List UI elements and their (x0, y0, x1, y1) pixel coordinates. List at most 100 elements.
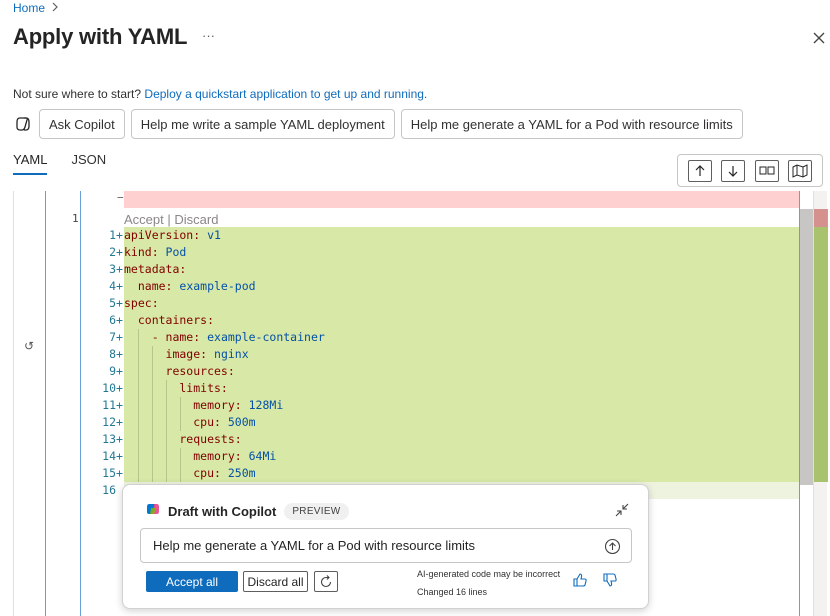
code-line[interactable]: 1+apiVersion: v1 (84, 227, 221, 244)
ruler-removed-marker (814, 209, 828, 227)
yaml-key: memory: (124, 398, 242, 412)
added-lines-highlight (124, 227, 800, 482)
code-line[interactable]: 2+kind: Pod (84, 244, 186, 261)
code-line[interactable]: 10+ limits: (84, 380, 228, 397)
code-text: metadata: (124, 261, 186, 278)
added-line-marker: + (116, 364, 123, 378)
inline-accept-link[interactable]: Accept (124, 212, 164, 227)
prompt-sample-deployment-button[interactable]: Help me write a sample YAML deployment (130, 109, 395, 139)
added-line-marker: + (116, 415, 123, 429)
yaml-value: example-container (200, 330, 325, 344)
yaml-key: apiVersion: (124, 228, 201, 242)
indent-guide (180, 397, 181, 431)
code-line[interactable]: 16 (84, 482, 124, 499)
copilot-logo-icon (146, 502, 160, 521)
copilot-prompt-value: Help me generate a YAML for a Pod with r… (153, 538, 476, 553)
line-number: 10 (102, 381, 116, 395)
thumbs-down-icon[interactable] (602, 572, 618, 588)
added-line-marker: + (116, 347, 123, 361)
yaml-value: Pod (158, 245, 187, 259)
map-icon[interactable] (788, 159, 813, 182)
code-line[interactable]: 4+ name: example-pod (84, 278, 256, 295)
indent-guide (138, 329, 139, 482)
code-text: cpu: 500m (124, 414, 255, 431)
copilot-prompt-input[interactable]: Help me generate a YAML for a Pod with r… (140, 528, 632, 563)
yaml-key: requests: (124, 432, 242, 446)
format-tabs: YAML JSON (13, 152, 106, 175)
split-view-icon[interactable] (754, 159, 779, 182)
yaml-key: name: (124, 279, 173, 293)
inline-discard-link[interactable]: Discard (174, 212, 219, 227)
send-icon[interactable] (604, 538, 621, 555)
breadcrumb-home-link[interactable]: Home (13, 1, 46, 15)
tab-yaml[interactable]: YAML (13, 152, 48, 175)
ruler-added-marker (814, 227, 828, 482)
yaml-key: image: (124, 347, 208, 361)
ai-disclaimer: AI-generated code may be incorrect (417, 569, 561, 579)
original-line-number: 1 (72, 212, 79, 225)
code-line[interactable]: 13+ requests: (84, 431, 242, 448)
line-number: 2 (109, 245, 116, 259)
code-line[interactable]: 12+ cpu: 500m (84, 414, 255, 431)
line-number: 5 (109, 296, 116, 310)
code-line[interactable]: 11+ memory: 128Mi (84, 397, 283, 414)
inline-divider: | (163, 212, 175, 227)
code-line[interactable]: 15+ cpu: 250m (84, 465, 255, 482)
added-line-marker: + (116, 262, 123, 276)
editor-line-number-divider (80, 191, 81, 616)
yaml-key: cpu: (124, 466, 221, 480)
thumbs-up-icon[interactable] (572, 572, 588, 588)
editor-scrollbar[interactable] (800, 209, 813, 485)
code-text: containers: (124, 312, 214, 329)
line-number: 9 (109, 364, 116, 378)
preview-badge: PREVIEW (284, 503, 349, 520)
line-number: 3 (109, 262, 116, 276)
code-line[interactable]: 5+spec: (84, 295, 159, 312)
yaml-key: resources: (124, 364, 235, 378)
added-line-marker: + (116, 279, 123, 293)
added-line-marker: + (116, 228, 123, 242)
code-text: resources: (124, 363, 235, 380)
yaml-key: containers: (124, 313, 215, 327)
code-line[interactable]: 14+ memory: 64Mi (84, 448, 276, 465)
line-number: 8 (109, 347, 116, 361)
more-icon[interactable]: ··· (202, 28, 215, 43)
arrow-down-icon[interactable] (721, 159, 746, 182)
diff-toolbar (677, 154, 823, 187)
changed-lines-count: Changed 16 lines (417, 587, 488, 597)
added-line-marker: + (116, 245, 123, 259)
yaml-key: kind: (124, 245, 159, 259)
regenerate-icon[interactable] (314, 571, 338, 592)
code-text: limits: (124, 380, 228, 397)
discard-all-button[interactable]: Discard all (243, 571, 308, 592)
arrow-up-icon[interactable] (687, 159, 712, 182)
removed-line-highlight (124, 191, 800, 208)
removed-line-marker: − (117, 191, 124, 204)
accept-all-button[interactable]: Accept all (146, 571, 238, 592)
prompt-pod-resource-limits-button[interactable]: Help me generate a YAML for a Pod with r… (400, 109, 743, 139)
collapse-icon[interactable] (613, 501, 631, 519)
quickstart-link[interactable]: Deploy a quickstart application to get u… (144, 87, 428, 101)
code-text: image: nginx (124, 346, 249, 363)
code-line[interactable]: 6+ containers: (84, 312, 214, 329)
code-text: cpu: 250m (124, 465, 255, 482)
tab-json[interactable]: JSON (71, 152, 107, 167)
code-text: memory: 64Mi (124, 448, 276, 465)
added-line-marker: + (116, 296, 123, 310)
code-line[interactable]: 7+ - name: example-container (84, 329, 325, 346)
hint-text: Not sure where to start? (13, 87, 142, 101)
code-text: spec: (124, 295, 159, 312)
line-number: 1 (109, 228, 116, 242)
yaml-key: limits: (124, 381, 228, 395)
code-text: memory: 128Mi (124, 397, 283, 414)
code-line[interactable]: 8+ image: nginx (84, 346, 249, 363)
code-line[interactable]: 9+ resources: (84, 363, 235, 380)
close-icon[interactable] (810, 29, 828, 47)
line-number: 14 (102, 449, 116, 463)
yaml-value: 64Mi (241, 449, 277, 463)
ask-copilot-button[interactable]: Ask Copilot (39, 109, 125, 139)
code-line[interactable]: 3+metadata: (84, 261, 186, 278)
line-number: 12 (102, 415, 116, 429)
revert-icon[interactable]: ↺ (24, 339, 35, 353)
